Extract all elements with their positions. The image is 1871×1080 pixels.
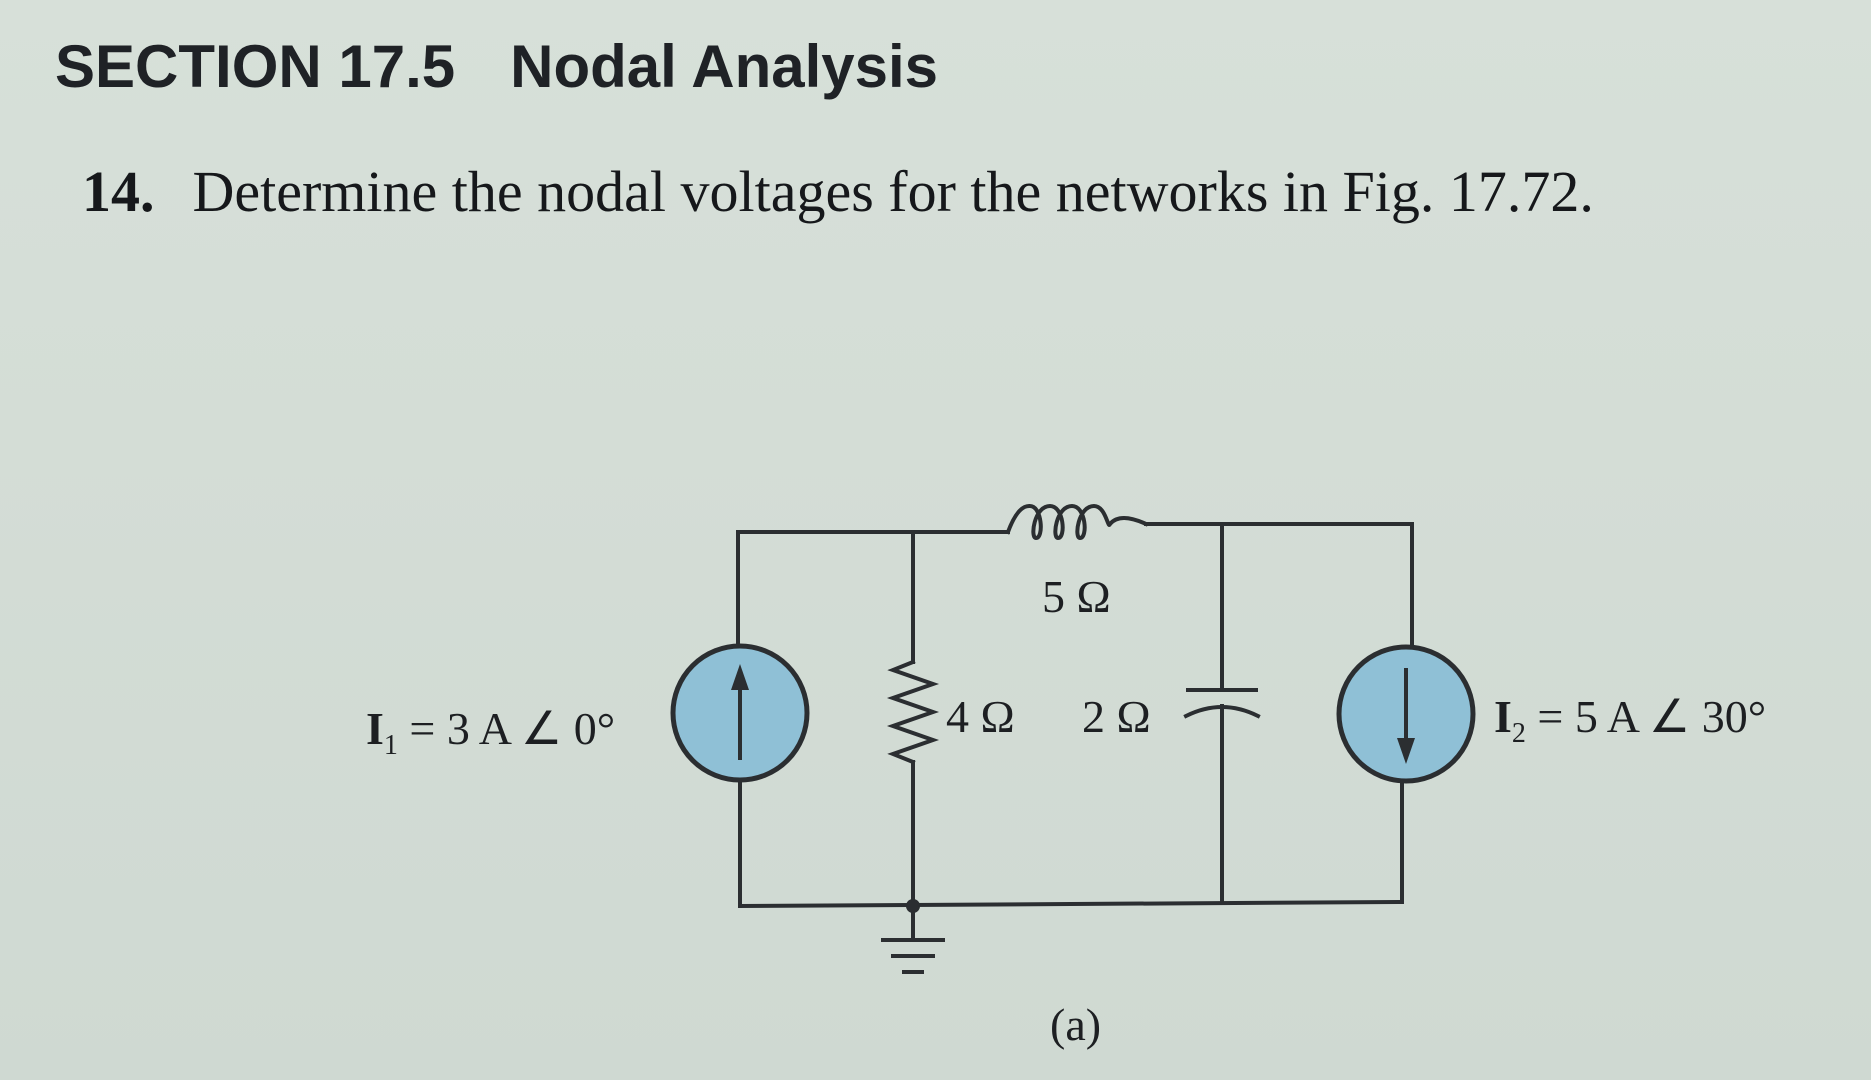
source2-value: = 5 A ∠ 30° (1526, 691, 1766, 742)
up-arrow-icon (731, 664, 749, 690)
problem-text: Determine the nodal voltages for the net… (192, 159, 1594, 224)
bottom-wire (737, 899, 1405, 909)
inductor-coil (1005, 503, 1149, 541)
resistor-zigzag (886, 659, 940, 765)
problem-number: 14. (82, 159, 155, 224)
down-arrow-icon (1397, 738, 1415, 764)
section-header: SECTION 17.5 Nodal Analysis (55, 32, 938, 101)
source2-subscript: 2 (1512, 718, 1526, 749)
source1-subscript: 1 (384, 730, 398, 761)
source1-symbol: I (366, 703, 384, 754)
problem-statement: 14. Determine the nodal voltages for the … (82, 158, 1594, 225)
section-title: Nodal Analysis (510, 33, 939, 100)
figure-caption: (a) (1050, 999, 1101, 1050)
ground-node-dot (906, 899, 920, 913)
inductor-label: 5 Ω (1042, 571, 1111, 622)
resistor-label: 4 Ω (946, 691, 1015, 742)
source1-value: = 3 A ∠ 0° (398, 703, 615, 754)
section-number: SECTION 17.5 (55, 33, 456, 100)
source2-symbol: I (1494, 691, 1512, 742)
source1-label: I1 = 3 A ∠ 0° (366, 703, 615, 761)
source2-label: I2 = 5 A ∠ 30° (1494, 691, 1766, 749)
current-source-1 (670, 643, 810, 783)
capacitor-label: 2 Ω (1082, 691, 1151, 742)
current-source-2 (1336, 644, 1476, 784)
